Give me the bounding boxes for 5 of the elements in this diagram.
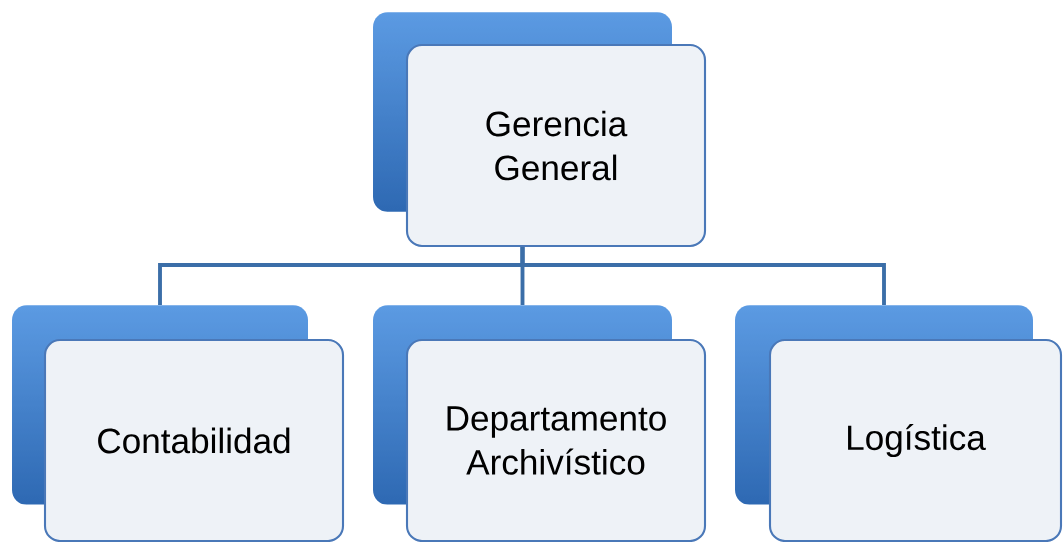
org-box: Departamento Archivístico xyxy=(405,338,707,542)
org-box: Logística xyxy=(768,338,1063,542)
connector-line xyxy=(520,247,886,305)
org-box: Gerencia General xyxy=(405,43,707,248)
org-box: Contabilidad xyxy=(43,338,345,542)
